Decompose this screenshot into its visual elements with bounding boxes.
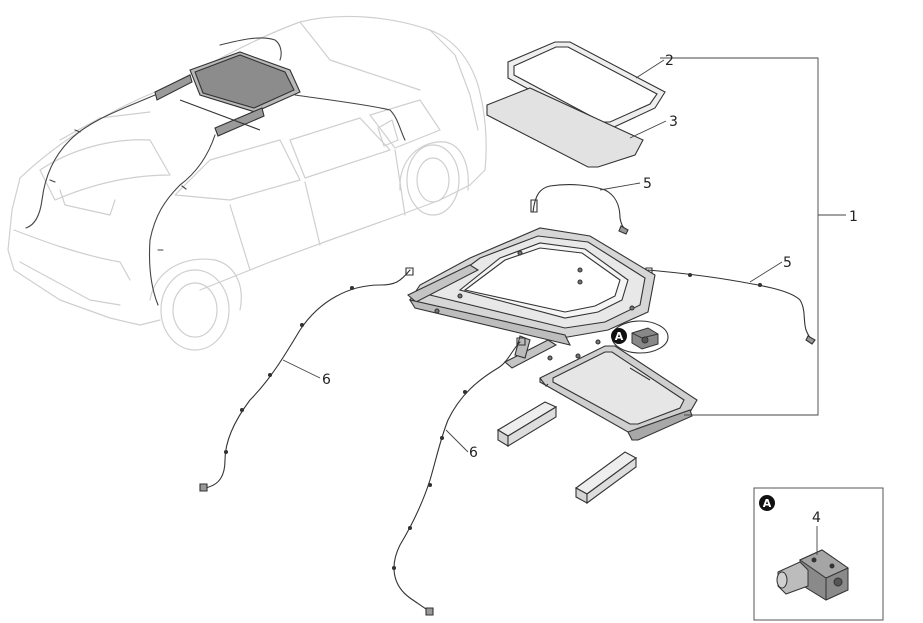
drain-hose-rear-left [199, 267, 414, 492]
detail-marker-a-main-label: A [615, 330, 624, 343]
callout-1: 1 [849, 209, 858, 225]
motor-inset-box: A [753, 487, 884, 621]
foam-block-upper [496, 401, 558, 447]
glass-seal [486, 87, 644, 168]
callout-5-upper: 5 [643, 176, 652, 192]
callout-3: 3 [669, 114, 678, 130]
vehicle-drain-hoses [25, 37, 406, 306]
foam-block-lower [574, 451, 638, 505]
sunroof-motor [776, 549, 850, 601]
detail-marker-a-main [611, 328, 627, 344]
leader-lines [282, 57, 846, 555]
detail-marker-a-inset [759, 495, 775, 511]
drain-hose-rear-right [391, 337, 526, 616]
callout-2: 2 [665, 53, 674, 69]
vehicle-sunroof-assembly [154, 51, 301, 137]
sunroof-frame [407, 227, 656, 369]
motor-detail-callout: A [611, 320, 669, 354]
callout-5-right: 5 [783, 255, 792, 271]
drain-hose-front-right [645, 267, 816, 345]
callout-6-left: 6 [322, 372, 331, 388]
callout-6-center: 6 [469, 445, 478, 461]
motor-thumbnail [631, 327, 659, 350]
glass-panel [507, 41, 666, 129]
callout-4: 4 [812, 510, 821, 526]
detail-marker-a-inset-label: A [763, 497, 772, 510]
drain-hose-front-left [530, 184, 629, 235]
vehicle-outline [7, 15, 487, 351]
sunshade-assembly [539, 345, 698, 441]
